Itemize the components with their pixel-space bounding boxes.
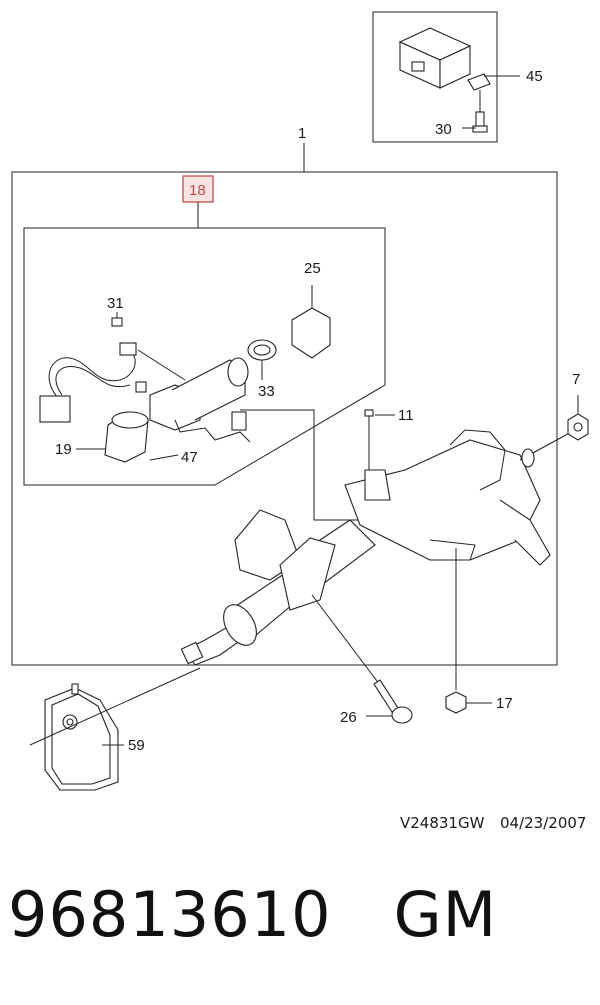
part-number-label: 96813610 GM — [8, 878, 497, 951]
brand-name: GM — [393, 878, 498, 951]
lock-housing — [137, 349, 251, 443]
control-module-45 — [398, 27, 491, 91]
callout-25: 25 — [304, 260, 321, 277]
callout-30: 30 — [435, 121, 452, 138]
callout-45: 45 — [526, 68, 543, 85]
drawing-date: 04/23/2007 — [500, 814, 586, 832]
callout-26: 26 — [340, 709, 357, 726]
drawing-code: V24831GW — [400, 814, 485, 832]
callout-17: 17 — [496, 695, 513, 712]
callout-47: 47 — [181, 449, 198, 466]
callout-59: 59 — [128, 737, 145, 754]
callout-31: 31 — [107, 295, 124, 312]
lock-set-boundary — [23, 227, 386, 486]
switch-25 — [291, 285, 331, 359]
part-number: 96813610 — [8, 878, 332, 951]
nut-17 — [445, 548, 467, 714]
steering-column — [180, 429, 576, 666]
immobilizer-19 — [104, 411, 149, 463]
callout-19: 19 — [55, 441, 72, 458]
bolt-26 — [311, 594, 413, 724]
callout-11: 11 — [398, 407, 414, 424]
nut-7 — [567, 413, 589, 441]
callout-18-highlight: 18 — [182, 175, 214, 228]
bulb-31 — [111, 312, 123, 327]
callout-33: 33 — [258, 383, 275, 400]
screw-30 — [472, 90, 488, 133]
callout-18: 18 — [189, 182, 206, 199]
assembly-boundary — [11, 171, 558, 666]
callout-1: 1 — [298, 125, 306, 142]
screw-11 — [364, 409, 374, 470]
cover-59 — [44, 683, 119, 791]
key-cylinder-clip-33 — [247, 339, 277, 361]
wiring-harness — [39, 342, 147, 423]
module-inset: 45 30 — [372, 11, 543, 143]
callout-7: 7 — [572, 371, 580, 388]
